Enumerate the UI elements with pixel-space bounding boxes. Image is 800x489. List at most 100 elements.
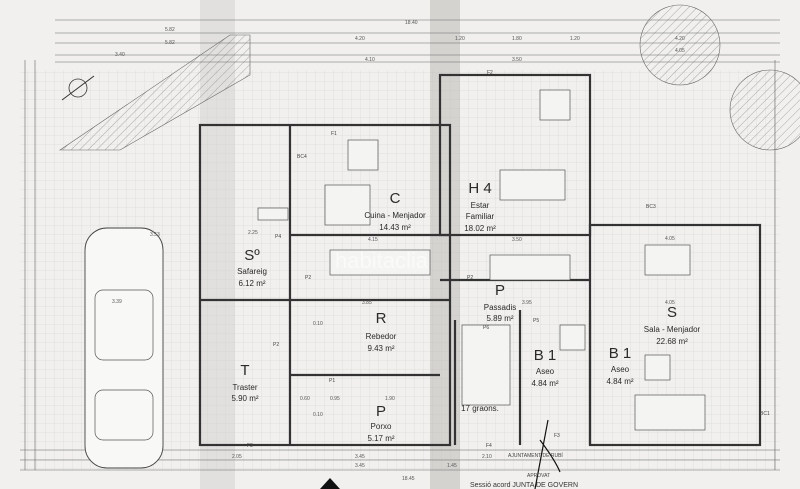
- room-letter: T: [240, 362, 249, 379]
- dim: 3.53: [150, 232, 160, 238]
- tag: F4: [486, 443, 492, 449]
- tag: BC4: [297, 154, 307, 160]
- stairs-label: 17 graons.: [461, 404, 499, 413]
- tag: P6: [483, 325, 489, 331]
- dim: 5.82: [165, 40, 175, 46]
- room-name: Estar: [471, 201, 490, 210]
- room-letter: C: [390, 190, 401, 207]
- room-name: Sala - Menjador: [644, 325, 701, 334]
- tag: BC3: [646, 204, 656, 210]
- room-area: 4.84 m²: [531, 379, 558, 388]
- dim: 3.45: [355, 454, 365, 460]
- dim: 4.05: [675, 48, 685, 54]
- dim: 3.50: [512, 237, 522, 243]
- dim: 1.80: [512, 36, 522, 42]
- dim: 4.20: [355, 36, 365, 42]
- dim-top-total: 18.40: [405, 20, 418, 26]
- svg-text:Sessió acord JUNTA DE GOVERN: Sessió acord JUNTA DE GOVERN: [470, 482, 578, 489]
- tag: F3: [554, 433, 560, 439]
- dim: 1.20: [570, 36, 580, 42]
- dim: 0.95: [330, 396, 340, 402]
- watermark: habitaclia: [335, 248, 429, 273]
- dim: 4.20: [675, 36, 685, 42]
- room-name: Aseo: [536, 367, 555, 376]
- tag: F2: [487, 70, 493, 76]
- room-letter: S: [667, 304, 677, 321]
- room-rebedor: R Rebedor 9.43 m²: [366, 310, 397, 353]
- room-name: Safareig: [237, 267, 267, 276]
- room-area: 14.43 m²: [379, 223, 411, 232]
- room-cuina-menjador: C Cuina - Menjador 14.43 m²: [364, 190, 426, 232]
- room-porxo: P Porxo 5.17 m²: [367, 403, 394, 443]
- dim: 2.05: [232, 454, 242, 460]
- dim: 3.85: [362, 300, 372, 306]
- dim: 4.10: [365, 57, 375, 63]
- room-area: 5.17 m²: [367, 434, 394, 443]
- room-letter: H 4: [468, 180, 491, 197]
- tag: F1: [331, 131, 337, 137]
- level-mark: 0.10: [313, 412, 323, 418]
- tag: P2: [305, 275, 311, 281]
- dim: 3.39: [112, 299, 122, 305]
- room-sala-menjador: S Sala - Menjador 22.68 m²: [644, 304, 701, 346]
- room-name: Cuina - Menjador: [364, 211, 426, 220]
- dim: 2.25: [248, 230, 258, 236]
- tree: [639, 4, 721, 86]
- door-window-tags: F1 F2 F3 F3 F4 P1 P2 P2 P2 P4 P5 P6 BC1 …: [247, 70, 770, 449]
- room-area: 18.02 m²: [464, 224, 496, 233]
- signature: [534, 419, 561, 489]
- dim: 3.50: [512, 57, 522, 63]
- room-letter: R: [376, 310, 387, 327]
- room-estar-familiar: H 4 Estar Familiar 18.02 m²: [464, 180, 496, 233]
- dim: 0.60: [300, 396, 310, 402]
- tag: BC1: [760, 411, 770, 417]
- svg-text:AJUNTAMENT DE RUBÍ: AJUNTAMENT DE RUBÍ: [508, 452, 563, 459]
- dim: 1.20: [455, 36, 465, 42]
- room-passadis: P Passadis 5.89 m²: [484, 282, 516, 323]
- room-name: Aseo: [611, 365, 630, 374]
- dim: 3.95: [522, 300, 532, 306]
- room-letter: B 1: [534, 347, 557, 364]
- room-name: Traster: [232, 383, 257, 392]
- dim: 5.82: [165, 27, 175, 33]
- arrow-mark-icon: [320, 478, 340, 489]
- tag: F3: [247, 443, 253, 449]
- dim: 1.90: [385, 396, 395, 402]
- room-area: 4.84 m²: [606, 377, 633, 386]
- room-area: 5.89 m²: [486, 314, 513, 323]
- furniture: [257, 89, 706, 431]
- tag: P4: [275, 234, 281, 240]
- dim: 2.10: [482, 454, 492, 460]
- dim: 4.05: [665, 300, 675, 306]
- room-name: Passadis: [484, 303, 516, 312]
- room-area: 5.90 m²: [231, 394, 258, 403]
- room-area: 6.12 m²: [238, 279, 265, 288]
- dim: 1.45: [447, 463, 457, 469]
- room-letter: P: [376, 403, 386, 420]
- room-aseo-2: B 1 Aseo 4.84 m²: [606, 345, 633, 386]
- room-name: Rebedor: [366, 332, 397, 341]
- north-arrow-icon: [61, 75, 95, 101]
- dim: 4.15: [368, 237, 378, 243]
- tag: P2: [467, 275, 473, 281]
- room-safareig: Sº Safareig 6.12 m²: [237, 247, 267, 288]
- approval-stamp: AJUNTAMENT DE RUBÍ APROVAT Sessió acord …: [470, 419, 578, 489]
- dim: 3.45: [355, 463, 365, 469]
- room-name: Familiar: [466, 212, 495, 221]
- dim: 18.45: [402, 476, 415, 482]
- tag: P1: [329, 378, 335, 384]
- tag: P2: [273, 342, 279, 348]
- room-aseo-1: B 1 Aseo 4.84 m²: [531, 347, 558, 388]
- tag: P5: [533, 318, 539, 324]
- car-outline: [84, 227, 164, 469]
- dim: 3.40: [115, 52, 125, 58]
- svg-text:APROVAT: APROVAT: [527, 473, 550, 479]
- room-letter: B 1: [609, 345, 632, 362]
- level-mark: 0.10: [313, 321, 323, 327]
- room-area: 22.68 m²: [656, 337, 688, 346]
- dim: 4.05: [665, 236, 675, 242]
- room-name: Porxo: [371, 422, 392, 431]
- room-traster: T Traster 5.90 m²: [231, 362, 258, 403]
- room-letter: P: [495, 282, 505, 299]
